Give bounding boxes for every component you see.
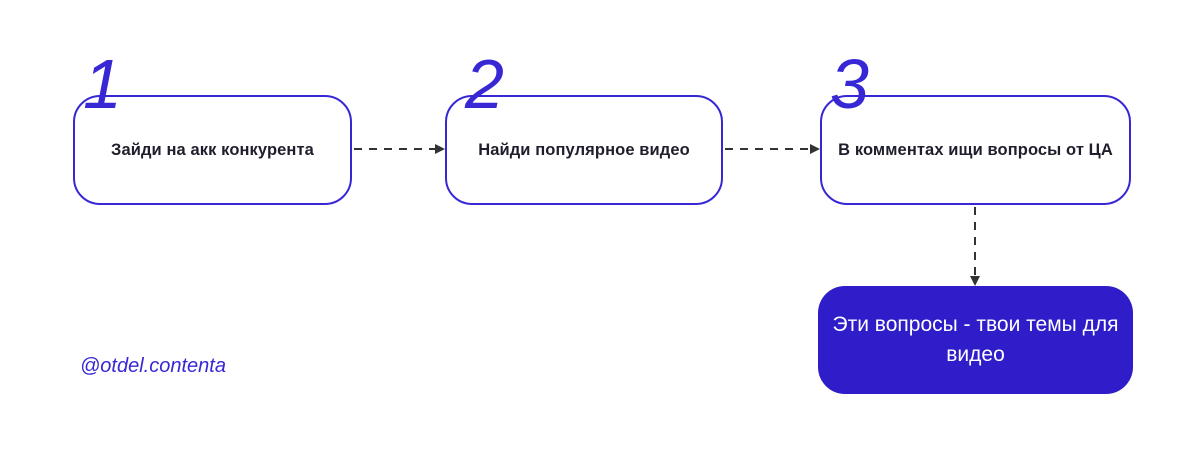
step-label-3: В комментах ищи вопросы от ЦА — [838, 140, 1113, 159]
step-label-2: Найди популярное видео — [478, 140, 690, 159]
step-box-2: 2 Найди популярное видео — [445, 49, 723, 205]
step-number-3: 3 — [830, 45, 869, 123]
result-label: Эти вопросы - твои темы для видео — [832, 312, 1119, 366]
step-box-1: 1 Зайди на акк конкурента — [73, 49, 352, 205]
step-number-1: 1 — [83, 45, 122, 123]
result-box: Эти вопросы - твои темы для видео — [818, 286, 1133, 394]
step-box-3: 3 В комментах ищи вопросы от ЦА — [820, 49, 1131, 205]
watermark-handle: @otdel.contenta — [80, 355, 226, 377]
step-label-1: Зайди на акк конкурента — [111, 140, 314, 159]
step-number-2: 2 — [465, 45, 504, 123]
